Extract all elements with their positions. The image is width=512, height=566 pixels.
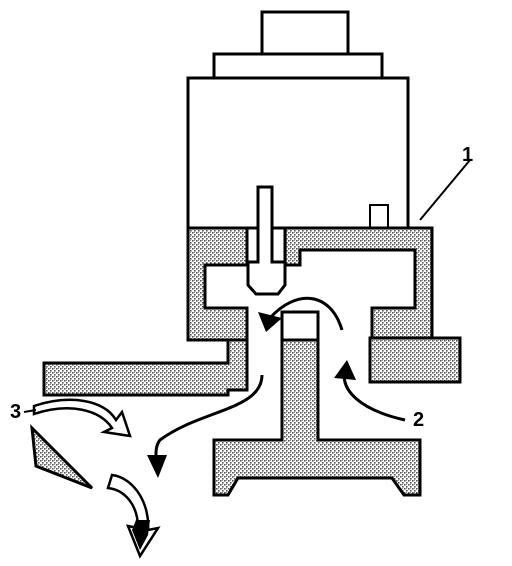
actuator-body xyxy=(186,76,410,230)
inlet-right xyxy=(368,336,462,384)
actuator-top-cap xyxy=(260,10,350,56)
valve-housing-right xyxy=(283,226,434,340)
callout-label-2: 2 xyxy=(413,409,425,431)
flow-arrow-exhaust-head xyxy=(147,455,167,478)
leader-line-1 xyxy=(419,159,471,221)
flow-arrow-over-head xyxy=(258,312,282,332)
outlet-left xyxy=(42,338,249,397)
center-pipe-cap xyxy=(280,310,320,342)
leader-line-3 xyxy=(23,409,37,413)
hollow-arrow-upper xyxy=(32,398,132,438)
hatched-arrow-lower xyxy=(106,473,161,559)
actuator-collar xyxy=(212,52,384,80)
center-t-pipe xyxy=(212,310,422,497)
flow-arrow-exhaust xyxy=(154,374,264,463)
flow-arrow-over xyxy=(268,296,344,331)
debris-wedge xyxy=(30,423,94,490)
hatched-arrow-fill xyxy=(132,520,150,550)
callout-label-3: 3 xyxy=(10,401,22,423)
callout-label-1: 1 xyxy=(462,144,474,166)
valve-housing-left xyxy=(186,226,249,342)
valve-plunger xyxy=(246,185,287,296)
actuator-tab xyxy=(369,204,389,229)
flow-arrow-inlet-head xyxy=(334,360,356,380)
